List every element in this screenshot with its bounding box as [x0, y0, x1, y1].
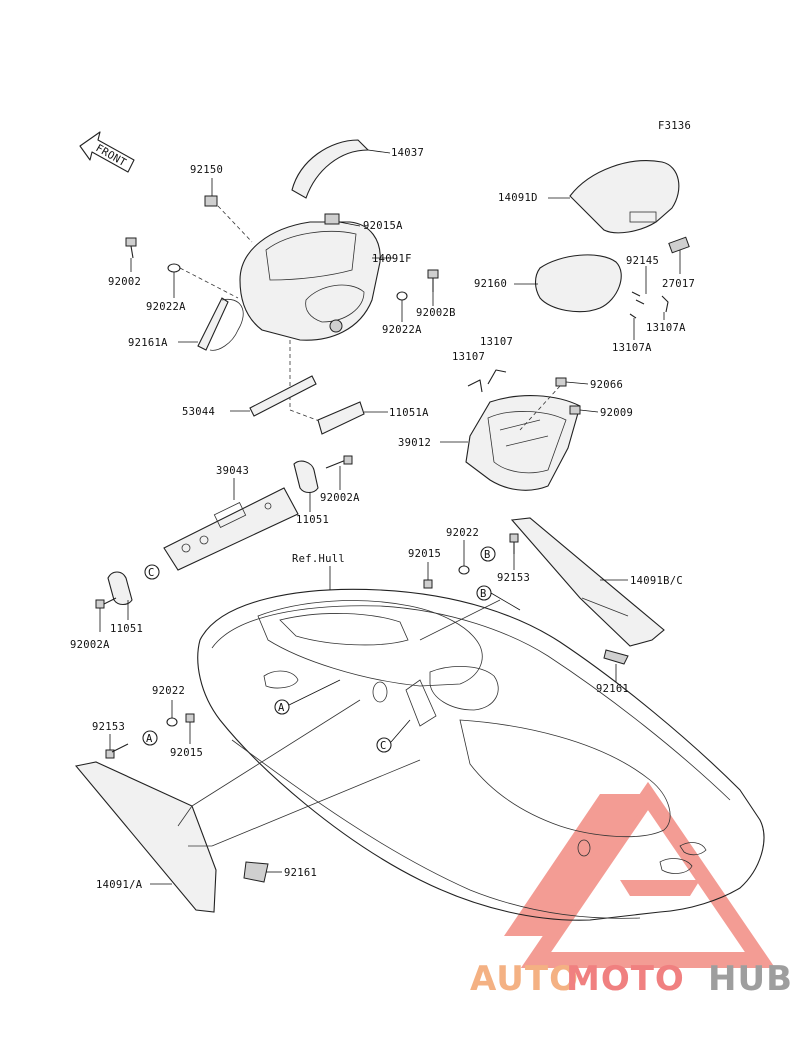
callout-b-leader [490, 592, 521, 611]
label-92022-mid: 92022 [446, 527, 479, 539]
label-92022-low: 92022 [152, 685, 185, 697]
part-92153-bolt-low [105, 734, 129, 759]
callout-a-label-1: A [278, 702, 285, 714]
part-11051-bracket-left [107, 571, 133, 620]
part-92161A-trim [178, 297, 244, 351]
callout-c-circle-1 [144, 564, 160, 580]
part-92153-bolt-mid [509, 533, 519, 570]
label-92160: 92160 [474, 278, 507, 290]
label-92002A-top: 92002A [320, 492, 360, 504]
label-39043: 39043 [216, 465, 249, 477]
part-92022-washer-mid [458, 540, 470, 575]
label-92002B: 92002B [416, 307, 456, 319]
watermark-brand: AUTO MOTO HUB [470, 959, 793, 999]
watermark-logo-triangle [504, 781, 776, 968]
reference-hull [197, 566, 765, 921]
part-92022-washer-low [166, 700, 178, 727]
part-92066-bolt [519, 377, 589, 431]
part-14091D-storage-lid [548, 160, 680, 234]
label-92022A-left: 92022A [146, 301, 186, 313]
part-39012-storage-bucket [440, 395, 581, 491]
label-27017: 27017 [662, 278, 695, 290]
ref-hull-label: Ref.Hull [292, 553, 345, 565]
part-14091BC-side-cover [510, 517, 665, 682]
label-92066: 92066 [590, 379, 623, 391]
part-92161-trim-low [243, 861, 282, 883]
label-14091D: 14091D [498, 192, 538, 204]
label-14091F: 14091F [372, 253, 412, 265]
part-39043-panel [163, 478, 299, 571]
callout-b-circle-1 [480, 546, 496, 562]
label-92150: 92150 [190, 164, 223, 176]
front-direction-arrow: FRONT [79, 131, 135, 173]
part-53044-rod [230, 375, 317, 417]
callout-c-label-2: C [380, 740, 387, 752]
callout-c-circle-2 [376, 737, 392, 753]
label-14037: 14037 [391, 147, 424, 159]
part-92015-nut-low [185, 713, 195, 744]
part-92002-bolt [125, 237, 137, 272]
label-92002: 92002 [108, 276, 141, 288]
label-92009: 92009 [600, 407, 633, 419]
label-14091A: 14091/A [96, 879, 143, 891]
part-13107-hinge-pins [467, 369, 507, 393]
watermark-text-hub: HUB [708, 959, 793, 999]
figure-code: F3136 [658, 120, 691, 132]
callout-a-leader [288, 679, 341, 706]
watermark-text-auto: AUTO [470, 959, 579, 999]
part-92009-screw [569, 405, 599, 415]
part-11051-bracket-top [293, 460, 319, 512]
part-92145-spring [631, 266, 647, 305]
label-92022A-right: 92022A [382, 324, 422, 336]
label-13107-1: 13107 [480, 336, 513, 348]
part-14037-steering-pad [291, 139, 391, 199]
part-92160-gasket [514, 254, 622, 313]
label-13107-2: 13107 [452, 351, 485, 363]
part-13107A-clips [629, 295, 669, 340]
callout-a-circle-2 [142, 730, 158, 746]
part-92150-bolt [204, 178, 253, 243]
part-27017-latch [668, 236, 690, 274]
part-92022A-washer-left [167, 263, 239, 299]
part-14091A-side-cover [74, 699, 421, 913]
part-92002A-bolt-top [325, 455, 353, 490]
part-11051A-bracket [317, 401, 388, 435]
label-13107A-1: 13107A [646, 322, 686, 334]
label-92015A: 92015A [363, 220, 403, 232]
label-11051A: 11051A [389, 407, 429, 419]
part-92002A-bolt-left [95, 597, 117, 632]
label-92145: 92145 [626, 255, 659, 267]
label-13107A-2: 13107A [612, 342, 652, 354]
callout-c-leader [390, 719, 411, 743]
watermark-text-moto: MOTO [566, 959, 685, 999]
label-92002A-left: 92002A [70, 639, 110, 651]
label-14091BC: 14091B/C [630, 575, 683, 587]
label-11051-left: 11051 [110, 623, 143, 635]
callout-b-label-2: B [480, 588, 487, 600]
label-92161-low: 92161 [284, 867, 317, 879]
part-14091F-steering-cover [239, 213, 394, 341]
label-92153-low: 92153 [92, 721, 125, 733]
callout-b-label-1: B [484, 549, 491, 561]
callout-c-label-1: C [148, 567, 155, 579]
label-92015-low: 92015 [170, 747, 203, 759]
part-92015-nut-mid [423, 562, 433, 589]
label-92015-mid: 92015 [408, 548, 441, 560]
label-92161A: 92161A [128, 337, 168, 349]
part-92002B-bolt [427, 269, 439, 306]
part-92022A-washer-right [396, 291, 408, 322]
label-39012: 39012 [398, 437, 431, 449]
callout-a-circle-1 [274, 699, 290, 715]
label-11051-top: 11051 [296, 514, 329, 526]
assembly-guide-lines [289, 340, 323, 423]
callout-a-label-2: A [146, 733, 153, 745]
label-92153-mid: 92153 [497, 572, 530, 584]
label-53044: 53044 [182, 406, 215, 418]
